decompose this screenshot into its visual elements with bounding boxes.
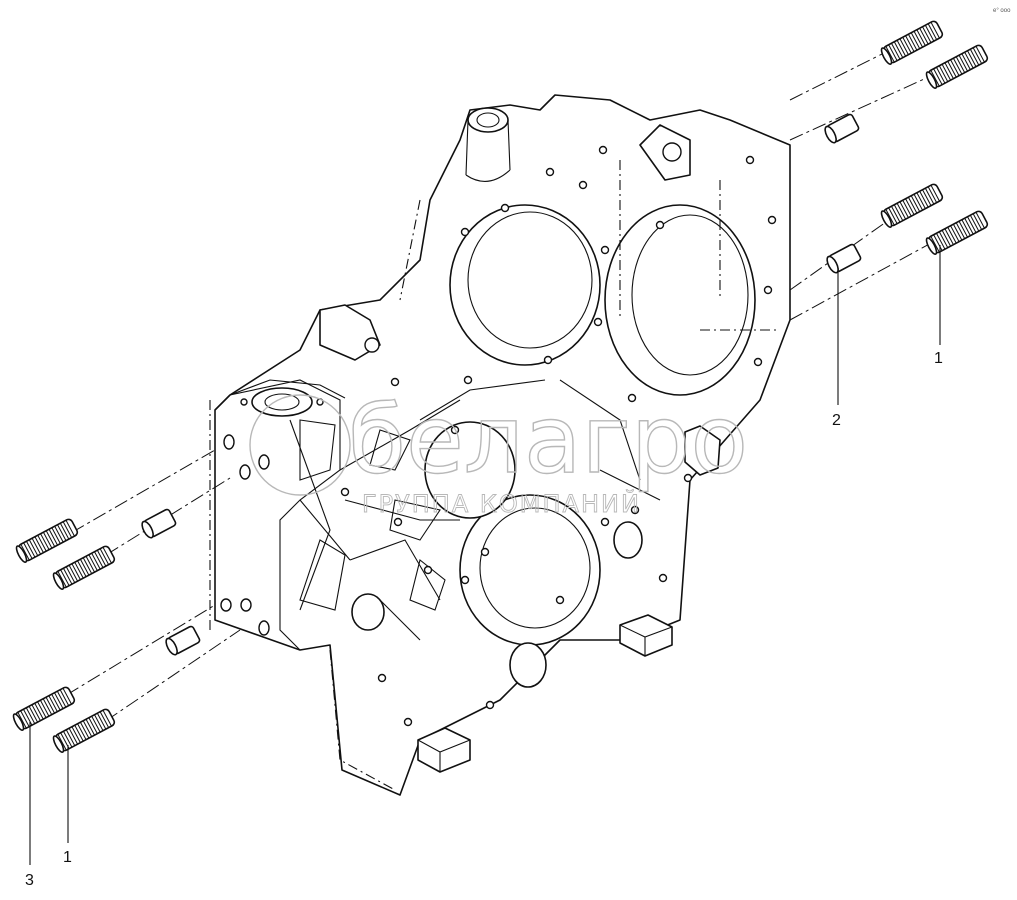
watermark-logo-ring <box>249 394 351 496</box>
bolt-hole <box>658 573 668 583</box>
bolt-hole <box>460 575 470 585</box>
callouts: 1 2 3 1 <box>25 245 943 889</box>
lower-port-mid <box>613 521 643 559</box>
flange-boss-inner <box>264 393 300 411</box>
rib-lines <box>289 379 661 641</box>
threaded-stud <box>15 518 79 563</box>
threaded-stud <box>880 183 944 228</box>
dowel-sleeve <box>824 113 860 144</box>
upper-bore <box>449 204 601 366</box>
side-hole <box>240 598 252 612</box>
dowel-sleeve <box>826 243 862 274</box>
foot-right <box>619 614 673 657</box>
bolt-hole <box>745 155 755 165</box>
dowel-sleeve <box>141 508 177 539</box>
side-hole <box>239 464 251 480</box>
bolt-hole <box>500 203 510 213</box>
lower-bore-inner <box>479 507 591 629</box>
threaded-stud <box>880 20 944 65</box>
bolt-hole <box>598 145 608 155</box>
center-bore <box>424 421 516 519</box>
bolt-hole <box>543 355 553 365</box>
callout-1-left: 1 <box>63 849 72 866</box>
threaded-stud <box>12 686 76 731</box>
watermark: белагро ГРУППА КОМПАНИЙ <box>249 385 749 518</box>
bolt-hole <box>627 393 637 403</box>
bolt-hole <box>480 547 490 557</box>
flange-boss <box>251 387 313 417</box>
bolt-hole <box>403 717 413 727</box>
housing-side-face <box>229 379 346 399</box>
bolt-hole <box>423 565 433 575</box>
rib-pockets <box>299 419 446 611</box>
bolt-hole <box>393 517 403 527</box>
top-lug-hole <box>662 142 682 162</box>
bolt-hole <box>683 473 693 483</box>
foot-right-top <box>619 624 673 656</box>
bolt-hole <box>450 425 460 435</box>
bolt-hole <box>593 317 603 327</box>
bolt-hole <box>463 375 473 385</box>
bolt-hole <box>600 517 610 527</box>
filler-neck-bore <box>476 112 500 128</box>
bolt-hole <box>655 220 665 230</box>
dowel-sleeve <box>165 625 201 656</box>
side-hole <box>220 598 232 612</box>
side-hole <box>258 620 270 636</box>
side-face-holes <box>220 434 270 636</box>
corner-mark: e° ooo <box>993 8 1011 14</box>
bolt-hole <box>340 487 350 497</box>
filler-neck-top <box>467 107 509 133</box>
side-hole <box>258 454 270 470</box>
bolt-hole <box>485 700 495 710</box>
flange-hole <box>240 398 248 406</box>
bolt-hole <box>460 227 470 237</box>
left-lug-hole <box>364 337 380 353</box>
bolt-hole <box>630 505 640 515</box>
threaded-stud <box>925 44 989 89</box>
hidden-outline <box>209 160 780 791</box>
axis-left-3 <box>44 604 216 709</box>
watermark-brand: белагро <box>348 386 748 495</box>
right-bore-inner <box>631 214 749 376</box>
watermark-subtitle: ГРУППА КОМПАНИЙ <box>362 489 641 518</box>
right-boss <box>684 425 721 476</box>
bolt-hole <box>545 167 555 177</box>
threaded-stud <box>52 708 116 753</box>
lower-port-left <box>351 593 385 631</box>
axis-left-1 <box>49 449 216 546</box>
upper-bore-inner <box>467 211 593 349</box>
bolt-hole <box>377 673 387 683</box>
bolt-holes <box>340 145 777 727</box>
studs <box>12 20 989 753</box>
dowel-sleeves <box>141 113 862 656</box>
bolt-hole <box>390 377 400 387</box>
side-hole <box>223 434 235 450</box>
right-bore <box>604 204 756 396</box>
threaded-stud <box>925 210 989 255</box>
threaded-stud <box>52 545 116 590</box>
foot-left-top <box>417 739 471 772</box>
callout-1-right: 1 <box>934 350 943 367</box>
bolt-hole <box>555 595 565 605</box>
callout-2: 2 <box>832 412 841 429</box>
bolt-hole <box>763 285 773 295</box>
bolt-hole <box>578 180 588 190</box>
bolt-hole <box>600 245 610 255</box>
filler-neck-body <box>465 119 511 182</box>
bolt-hole <box>767 215 777 225</box>
gear-housing <box>209 94 791 796</box>
bolt-hole <box>753 357 763 367</box>
lower-port-right <box>509 642 547 688</box>
callout-3: 3 <box>25 872 34 889</box>
